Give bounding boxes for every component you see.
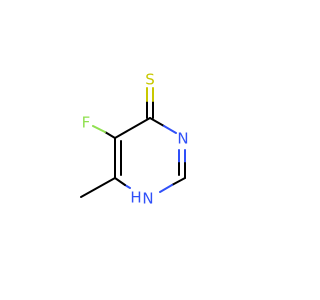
bond-c5-f	[92, 125, 116, 139]
atom-label-f: F	[82, 114, 91, 132]
bond-c2-n1	[159, 177, 186, 193]
atom-label-n3: N	[177, 130, 188, 148]
bond-c4-n3	[149, 117, 177, 134]
bond-c6-c5	[114, 137, 122, 179]
bond-n3-c2	[178, 149, 186, 179]
bond-c6-methyl	[80, 177, 116, 198]
atom-label-h1: H	[130, 189, 141, 207]
atom-label-s: S	[145, 71, 155, 89]
molecule-structure: S N N H F	[80, 71, 189, 208]
bond-c5-c4	[114, 117, 151, 139]
atom-label-n1: N	[142, 190, 153, 208]
bond-n1-c6	[114, 177, 131, 189]
bond-c4-s	[146, 87, 154, 119]
